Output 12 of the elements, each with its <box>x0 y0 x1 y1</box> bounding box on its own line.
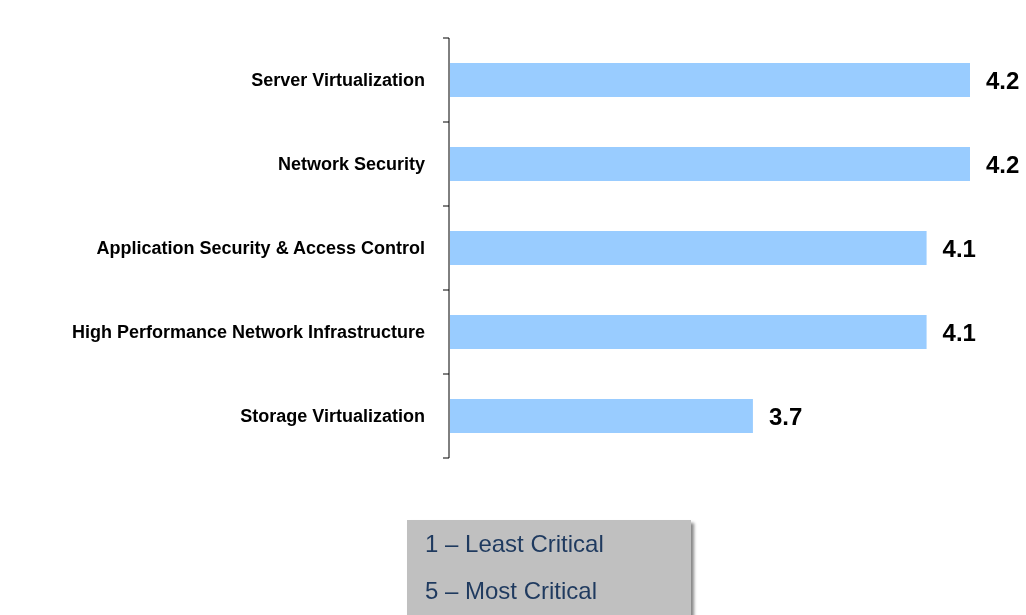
category-label: Server Virtualization <box>251 70 425 90</box>
value-label: 4.1 <box>942 319 976 346</box>
category-label: Storage Virtualization <box>240 406 425 426</box>
category-label: Application Security & Access Control <box>96 238 425 258</box>
value-label: 4.2 <box>986 151 1020 178</box>
value-label: 3.7 <box>768 403 803 430</box>
value-label: 4.1 <box>942 235 976 262</box>
note-text: 5 – Most Critical <box>425 577 598 605</box>
category-label: Network Security <box>277 154 425 174</box>
category-label: High Performance Network Infrastructure <box>71 322 425 342</box>
value-label: 4.2 <box>986 67 1020 94</box>
note-text: 1 – Least Critical <box>425 530 604 558</box>
